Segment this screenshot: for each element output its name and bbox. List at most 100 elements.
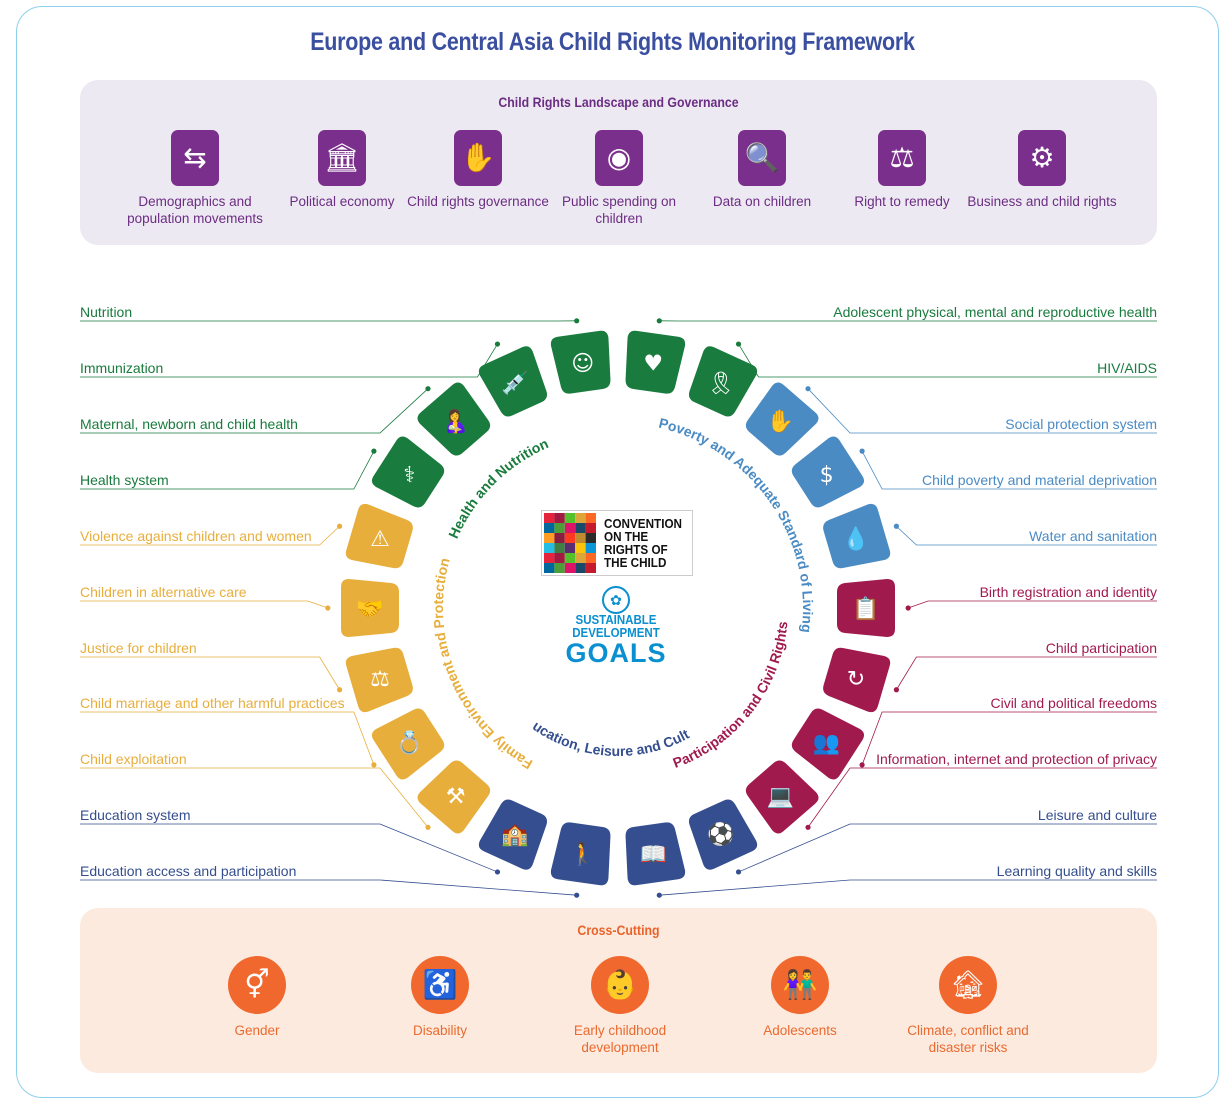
wheelchair-icon: ♿ <box>411 956 469 1014</box>
baby-blocks-icon: 👶 <box>591 956 649 1014</box>
information-internet-tile: 💻 <box>739 755 821 837</box>
connector-dot <box>657 893 662 898</box>
theme-right-label: Birth registration and identity <box>980 584 1157 600</box>
connector-line <box>739 344 1157 377</box>
connector-dot <box>736 341 741 346</box>
cc-label: Disability <box>360 1022 520 1039</box>
theme-left-label: Education access and participation <box>80 863 296 879</box>
mosaic-cell <box>565 513 575 523</box>
mosaic-cell <box>586 553 596 563</box>
theme-right-label: Civil and political freedoms <box>990 695 1157 711</box>
connector-dot <box>371 762 376 767</box>
civil-freedoms-tile: 👥 <box>787 702 867 782</box>
mosaic-cell <box>554 523 564 533</box>
crc-line: THE CHILD <box>604 556 682 569</box>
gender-icon: ⚥ <box>228 956 286 1014</box>
mosaic-cell <box>544 513 554 523</box>
connector-line <box>80 601 328 608</box>
mosaic-cell <box>586 563 596 573</box>
mosaic-cell <box>544 563 554 573</box>
connector-dot <box>495 869 500 874</box>
leisure-culture-icon: ⚽ <box>706 822 734 848</box>
theme-left-label: Child exploitation <box>80 751 187 767</box>
crosscutting-title: Cross-Cutting <box>145 922 1093 938</box>
mosaic-cell <box>554 513 564 523</box>
education-access-icon: 🚶 <box>569 841 596 867</box>
cluster-label-family: Family Environment and Protection <box>430 556 535 773</box>
social-protection-tile: ✋ <box>739 380 821 462</box>
child-exploitation-icon: ⚒ <box>446 784 466 809</box>
immunization-icon: 💉 <box>501 370 528 396</box>
maternal-health-icon: 🤱 <box>442 408 469 435</box>
nutrition-tile: ☺ <box>550 330 616 396</box>
connector-line <box>908 601 1157 608</box>
crc-mosaic-icon <box>544 513 596 573</box>
learning-quality-tile: 📖 <box>620 821 686 887</box>
mosaic-cell <box>586 513 596 523</box>
immunization-tile: 💉 <box>477 344 554 421</box>
theme-right-label: Learning quality and skills <box>997 863 1157 879</box>
birth-registration-tile: 📋 <box>837 579 895 637</box>
connector-dot <box>325 605 330 610</box>
mosaic-cell <box>554 553 564 563</box>
sdg-line: DEVELOPMENT <box>556 627 676 640</box>
mosaic-cell <box>586 543 596 553</box>
mosaic-cell <box>544 533 554 543</box>
crc-text: CONVENTION ON THE RIGHTS OF THE CHILD <box>604 517 682 569</box>
connector-dot <box>859 762 864 767</box>
mosaic-cell <box>554 533 564 543</box>
mosaic-cell <box>544 523 554 533</box>
adolescent-health-icon: ♥ <box>643 352 663 377</box>
education-system-tile: 🏫 <box>477 795 554 872</box>
health-system-icon: ⚕ <box>403 463 415 488</box>
mosaic-cell <box>565 543 575 553</box>
un-globe-icon: ✿ <box>602 586 630 614</box>
mosaic-cell <box>565 523 575 533</box>
connector-dot <box>805 825 810 830</box>
civil-freedoms-icon: 👥 <box>813 731 840 756</box>
cc-label: Climate, conflict and disaster risks <box>888 1022 1048 1056</box>
education-access-tile: 🚶 <box>550 821 616 887</box>
mosaic-cell <box>575 553 585 563</box>
connector-dot <box>859 449 864 454</box>
connector-line <box>896 657 1157 690</box>
theme-left-label: Violence against children and women <box>80 528 312 544</box>
hiv-aids-tile: 🎗 <box>683 344 760 421</box>
theme-left-label: Nutrition <box>80 304 132 320</box>
theme-left-label: Immunization <box>80 360 163 376</box>
cc-label: Early childhood development <box>540 1022 700 1056</box>
information-internet-icon: 💻 <box>767 784 794 809</box>
connector-dot <box>574 893 579 898</box>
connector-line <box>80 657 340 690</box>
theme-left-label: Justice for children <box>80 640 197 656</box>
theme-left-label: Child marriage and other harmful practic… <box>80 695 345 711</box>
theme-left-label: Education system <box>80 807 191 823</box>
connector-dot <box>894 524 899 529</box>
cc-label: Gender <box>177 1022 337 1039</box>
violence-icon: ⚠ <box>370 527 390 552</box>
mosaic-cell <box>565 553 575 563</box>
disaster-house-icon: 🏚 <box>939 956 997 1014</box>
mosaic-cell <box>586 533 596 543</box>
theme-right-label: Leisure and culture <box>1038 807 1157 823</box>
leisure-culture-tile: ⚽ <box>683 795 760 872</box>
connector-dot <box>574 318 579 323</box>
sdg-logo: ✿ SUSTAINABLE DEVELOPMENT GOALS <box>551 586 681 667</box>
mosaic-cell <box>586 523 596 533</box>
connector-dot <box>425 386 430 391</box>
justice-tile: ⚖ <box>344 642 416 714</box>
theme-right-label: Child participation <box>1046 640 1157 656</box>
child-participation-icon: ↻ <box>847 667 865 692</box>
education-system-icon: 🏫 <box>501 823 528 848</box>
connector-dot <box>371 449 376 454</box>
mosaic-cell <box>544 543 554 553</box>
child-exploitation-tile: ⚒ <box>415 755 497 837</box>
cc-item-disability: ♿ Disability <box>360 956 520 1039</box>
connector-line <box>80 880 577 895</box>
connector-dot <box>906 605 911 610</box>
crosscutting-panel: Cross-Cutting ⚥ Gender ♿ Disability 👶 Ea… <box>80 908 1157 1073</box>
child-poverty-icon: $ <box>820 463 834 488</box>
water-sanitation-tile: 💧 <box>820 502 892 574</box>
adolescents-icon: 👫 <box>771 956 829 1014</box>
connector-dot <box>337 687 342 692</box>
